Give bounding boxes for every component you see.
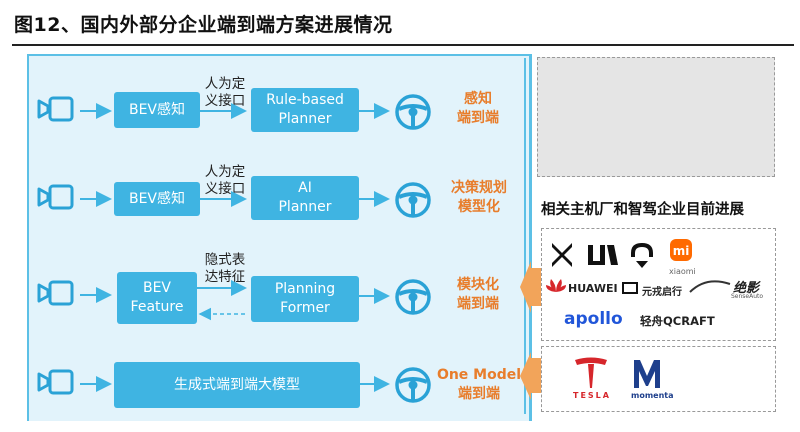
- row3-label-line2: 端到端: [457, 296, 499, 312]
- diagram-graphics: mi: [37, 94, 731, 403]
- row2-box1: BEV感知: [114, 182, 200, 216]
- tesla-logo-icon: [575, 357, 607, 388]
- row4-label-line2: 端到端: [458, 386, 500, 402]
- row-2: BEV感知 人为定 义接口 AI Planner 决策规划 模型化: [29, 164, 529, 244]
- row1-box1: BEV感知: [114, 92, 200, 128]
- camera-icon: [37, 184, 74, 210]
- brand-tesla: TESLA: [573, 391, 611, 400]
- row1-label: 感知 端到端: [447, 90, 509, 128]
- brand-huawei: HUAWEI: [568, 282, 618, 295]
- panel-right-border: [524, 58, 526, 414]
- brand-qcraft: 轻舟QCRAFT: [640, 314, 715, 328]
- brand-xiaomi: xiaomi: [669, 267, 696, 276]
- row2-label-line1: 决策规划: [451, 180, 507, 196]
- row4-box-wide: 生成式端到端大模型: [114, 362, 360, 408]
- orange-pointer-arrow-icon: [520, 352, 541, 400]
- steering-wheel-icon: [395, 182, 431, 218]
- xiaomi-logo-icon: mi: [670, 239, 692, 261]
- steering-wheel-icon: [395, 279, 431, 315]
- row3-mid-line1: 隐式表: [204, 252, 246, 268]
- brand-box-group2: TESLA momenta: [541, 346, 776, 412]
- brand-senseauto: SenseAuto: [731, 293, 764, 300]
- steering-wheel-icon: [395, 94, 431, 130]
- row1-label-line1: 感知: [464, 91, 492, 107]
- brand-jueying: 绝影: [733, 281, 760, 296]
- row1-mid-line1: 人为定: [204, 76, 246, 92]
- row3-box1: BEV Feature: [117, 272, 197, 324]
- row3-box2: Planning Former: [251, 276, 359, 322]
- row1-box2: Rule-based Planner: [251, 88, 359, 132]
- row3-label-line1: 模块化: [457, 277, 499, 293]
- row3-box1-line2: Feature: [130, 299, 184, 315]
- brand-box-group1: xiaomi HUAWEI 元戎启行 绝影 SenseAuto apollo 轻…: [541, 228, 776, 341]
- brand-momenta: momenta: [631, 391, 674, 400]
- placeholder-gray-box: [537, 57, 775, 177]
- row3-box2-line2: Former: [280, 300, 330, 316]
- row2-box1-label: BEV感知: [128, 190, 186, 207]
- brand-yuanrong: 元戎启行: [642, 287, 682, 298]
- senseauto-logo-icon: [689, 280, 731, 293]
- row1-box2-line2: Planner: [278, 111, 332, 127]
- row2-label: 决策规划 模型化: [443, 179, 515, 217]
- nio-logo-icon: [631, 243, 653, 268]
- row2-mid-line1: 人为定: [204, 164, 246, 180]
- row3-box2-line1: Planning: [274, 281, 336, 297]
- camera-icon: [37, 96, 74, 122]
- row4-label: One Model 端到端: [436, 366, 522, 404]
- yuanrong-logo-icon: [622, 282, 638, 294]
- row-3: BEV Feature 隐式表 达特征 Planning Former 模块化 …: [29, 252, 529, 332]
- row1-box1-label: BEV感知: [128, 101, 186, 118]
- momenta-logo-icon: [634, 360, 660, 388]
- figure-title: 图12、国内外部分企业端到端方案进展情况: [14, 14, 393, 36]
- row1-label-line2: 端到端: [457, 110, 499, 126]
- row2-box2: AI Planner: [251, 176, 359, 220]
- row3-box1-line1: BEV: [142, 280, 172, 296]
- row2-box2-line2: Planner: [278, 199, 332, 215]
- row2-box2-line1: AI: [298, 180, 312, 196]
- camera-icon: [37, 280, 74, 306]
- svg-text:mi: mi: [673, 244, 690, 258]
- right-heading: 相关主机厂和智驾企业目前进展: [541, 202, 744, 218]
- steering-wheel-icon: [395, 367, 431, 403]
- brand-apollo: apollo: [564, 309, 623, 329]
- row3-label: 模块化 端到端: [447, 276, 509, 314]
- row-4: 生成式端到端大模型 One Model 端到端: [29, 352, 529, 432]
- row1-box2-line1: Rule-based: [266, 92, 344, 108]
- row4-label-line1: One Model: [436, 367, 522, 383]
- huawei-logo-icon: [546, 279, 566, 292]
- lixiang-logo-icon: [588, 245, 618, 265]
- xpeng-logo-icon: [552, 243, 572, 267]
- camera-icon: [37, 369, 74, 395]
- row2-label-line2: 模型化: [458, 199, 500, 215]
- title-rule: [12, 44, 794, 46]
- orange-pointer-arrow-icon: [520, 261, 541, 313]
- row4-box-wide-label: 生成式端到端大模型: [174, 376, 300, 393]
